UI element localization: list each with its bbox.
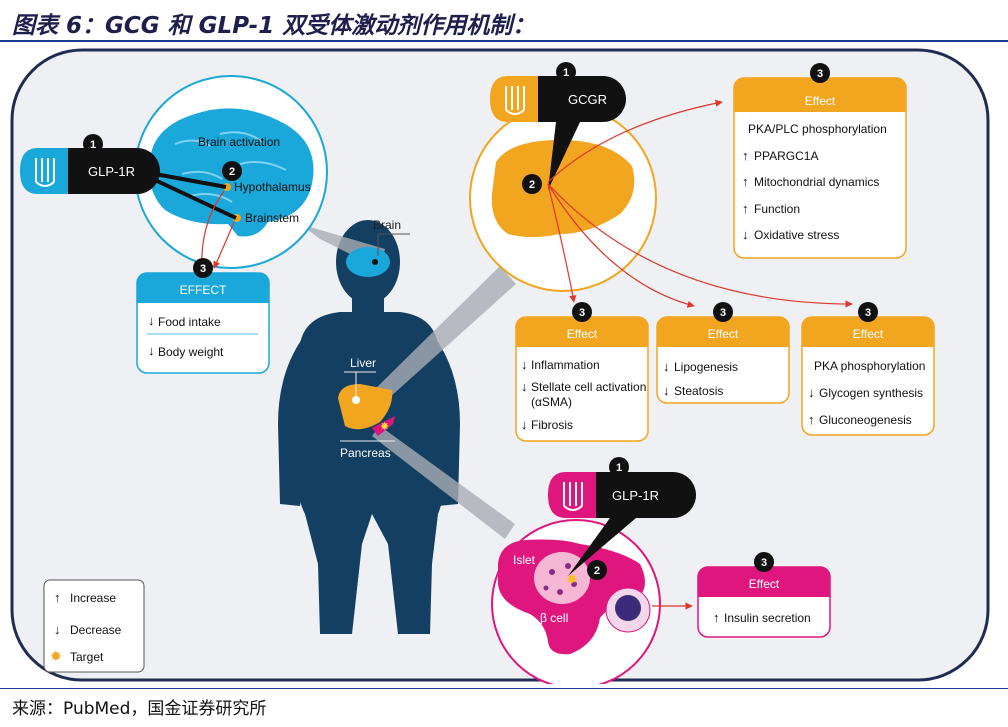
liver-main-item-4: Oxidative stress — [754, 228, 839, 242]
brainstem-label: Brainstem — [245, 211, 299, 225]
liver-effect-a-title: Effect — [567, 327, 598, 341]
liver-a-arrow-0: ↓ — [521, 357, 528, 372]
pancreas-effect-title: Effect — [749, 577, 780, 591]
brain-step-2: 2 — [229, 166, 235, 178]
hypothalamus-label: Hypothalamus — [234, 180, 311, 194]
liver-c-item-2: Gluconeogenesis — [819, 413, 912, 427]
liver-b-item-0: Lipogenesis — [674, 360, 738, 374]
liver-effect-b-title: Effect — [708, 327, 739, 341]
human-body-silhouette — [278, 220, 460, 634]
liver-effect-main-title: Effect — [805, 94, 836, 108]
pancreas-zoom-cone — [372, 426, 515, 539]
liver-c-item-0: PKA phosphorylation — [814, 359, 925, 373]
legend-label-target: Target — [70, 650, 104, 664]
body-pancreas-icon — [372, 416, 395, 436]
gcgr-receptor — [490, 76, 626, 190]
liver-main-arrow-1: ↑ — [742, 148, 749, 163]
glp1r-pancreas-label: GLP-1R — [612, 488, 659, 503]
liver-c-arrow-2: ↑ — [808, 412, 815, 427]
liver-effect-main-step: 3 — [817, 68, 823, 80]
liver-c-item-1: Glycogen synthesis — [819, 386, 923, 400]
legend-box — [43, 579, 145, 673]
legend-symbol-increase: ↑ — [54, 590, 61, 605]
liver-main-item-2: Mitochondrial dynamics — [754, 175, 879, 189]
legend-symbol-decrease: ↓ — [54, 622, 61, 637]
brain-link-line-2 — [154, 178, 237, 220]
liver-effect-b-step: 3 — [720, 307, 726, 319]
liver-b-arrow-0: ↓ — [663, 359, 670, 374]
brain-effect-step: 3 — [200, 263, 206, 275]
liver-label: Liver — [350, 356, 376, 370]
liver-a-arrow-1: ↓ — [521, 379, 528, 394]
brain-effect-arrow-1: ↓ — [148, 343, 155, 358]
liver-effect-c-title: Effect — [853, 327, 884, 341]
liver-b-item-1: Steatosis — [674, 384, 723, 398]
liver-effect-c-step: 3 — [865, 307, 871, 319]
gcgr-label: GCGR — [568, 92, 607, 107]
glp1r-brain-label: GLP-1R — [88, 164, 135, 179]
liver-main-arrow-2: ↑ — [742, 174, 749, 189]
pancreas-effect-step: 3 — [761, 557, 767, 569]
liver-c-arrow-1: ↓ — [808, 385, 815, 400]
body-liver-icon — [338, 384, 393, 430]
beta-cell-label: β cell — [540, 611, 568, 625]
liver-b-arrow-1: ↓ — [663, 383, 670, 398]
islet-target-star: ✸ — [566, 571, 578, 587]
glp1r-receptor-pancreas — [548, 472, 696, 576]
head-brain-target-dot — [372, 259, 378, 265]
liver-a-item-0: Inflammation — [531, 358, 600, 372]
liver-zoom-cone — [368, 266, 516, 406]
liver-main-item-1: PPARGC1A — [754, 149, 818, 163]
legend-symbol-target: ✸ — [50, 648, 62, 664]
liver-arrow-a — [547, 183, 577, 303]
brain-effect-title: EFFECT — [180, 283, 227, 297]
pancreas-effect-arrow-0: ↑ — [713, 610, 720, 625]
title-divider — [0, 40, 1008, 42]
liver-illustration — [491, 140, 635, 237]
liver-main-item-3: Function — [754, 202, 800, 216]
liver-a-item-3: Fibrosis — [531, 418, 573, 432]
legend-label-decrease: Decrease — [70, 623, 122, 637]
head-brain-icon — [346, 247, 390, 277]
liver-arrow-main — [547, 99, 723, 183]
glp1r-receptor-brain — [20, 148, 160, 194]
liver-main-item-0: PKA/PLC phosphorylation — [748, 122, 887, 136]
figure-title: 图表 6：GCG 和 GLP-1 双受体激动剂作用机制： — [12, 13, 536, 39]
brain-effect-item-0: Food intake — [158, 315, 221, 329]
liver-step-1: 1 — [563, 67, 569, 79]
source-note: 来源：PubMed，国金证券研究所 — [12, 699, 267, 719]
legend-label-increase: Increase — [70, 591, 116, 605]
liver-step-2: 2 — [529, 179, 535, 191]
liver-main-arrow-3: ↑ — [742, 201, 749, 216]
mechanism-diagram: Brain Liver ✸ Pancreas Brain activation … — [10, 48, 990, 684]
liver-a-item-1: Stellate cell activation — [531, 380, 646, 394]
islet-label: Islet — [513, 553, 536, 567]
brain-effect-item-1: Body weight — [158, 345, 224, 359]
brain-link-line-1 — [154, 172, 227, 189]
pancreas-step-1: 1 — [616, 462, 622, 474]
liver-effect-a-step: 3 — [579, 307, 585, 319]
liver-a-arrow-3: ↓ — [521, 417, 528, 432]
liver-a-item-2: (αSMA) — [531, 395, 572, 409]
brain-activation-label: Brain activation — [198, 135, 280, 149]
brain-label: Brain — [373, 218, 401, 232]
brain-step-1: 1 — [90, 139, 96, 151]
footer-divider — [0, 688, 1008, 689]
brain-effect-arrow-0: ↓ — [148, 313, 155, 328]
liver-arrow-c — [547, 183, 853, 308]
liver-main-arrow-4: ↓ — [742, 227, 749, 242]
pancreas-effect-item-0: Insulin secretion — [724, 611, 811, 625]
pancreas-step-2: 2 — [594, 565, 600, 577]
brain-effect-arrow-2 — [213, 221, 235, 269]
pancreas-label: Pancreas — [340, 446, 391, 460]
liver-arrow-b — [547, 183, 695, 308]
svg-text:✸: ✸ — [380, 421, 389, 433]
